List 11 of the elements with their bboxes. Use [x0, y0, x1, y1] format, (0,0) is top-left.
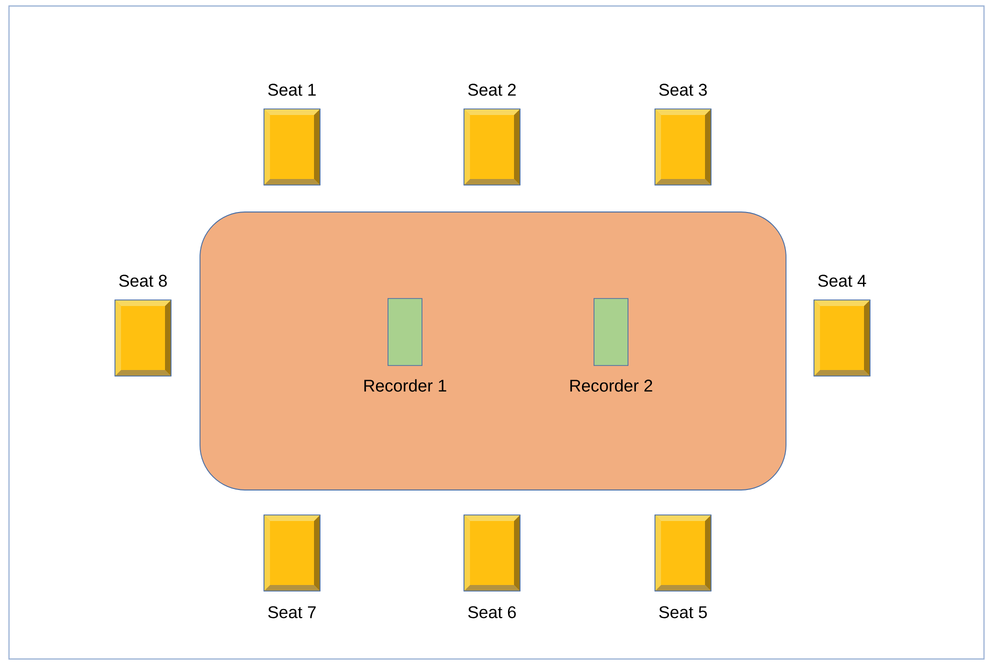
seat-label: Seat 7 — [268, 606, 316, 618]
seat-label: Seat 4 — [818, 274, 866, 287]
seat-label: Seat 5 — [659, 606, 707, 618]
recorder-label: Recorder 1 — [364, 379, 446, 392]
recorder-label: Recorder 2 — [570, 379, 652, 392]
seat-label: Seat 2 — [468, 84, 516, 96]
seat-label: Seat 8 — [119, 274, 167, 287]
seat-label: Seat 6 — [468, 606, 516, 618]
seat-label: Seat 1 — [268, 84, 316, 96]
table — [200, 212, 786, 490]
seat-label: Seat 3 — [659, 84, 707, 96]
